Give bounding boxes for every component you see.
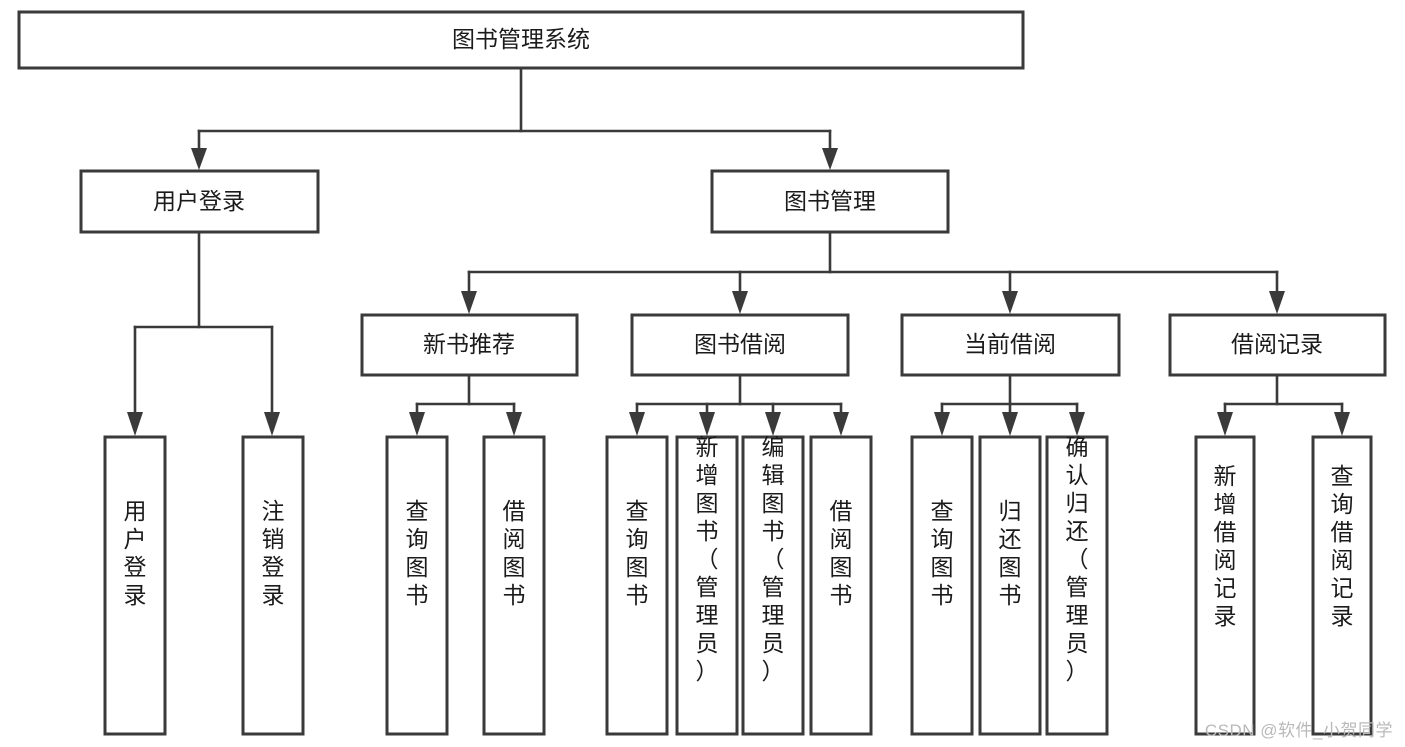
arrow-leaf-add-record xyxy=(1217,412,1233,436)
node-book-borrow-box[interactable] xyxy=(630,313,850,377)
leaf-query-record-box[interactable] xyxy=(1311,435,1373,736)
leaf-query-book-3[interactable]: 查询图书 xyxy=(910,435,974,736)
node-new-book-recommend-box[interactable] xyxy=(360,313,579,377)
leaf-borrow-book-1-label: 借阅图书 xyxy=(503,498,526,608)
leaf-add-book-box[interactable] xyxy=(675,435,739,736)
arrow-borrow-record xyxy=(1269,291,1285,314)
leaf-return-book-box[interactable] xyxy=(978,435,1042,736)
leaf-query-book-2-box[interactable] xyxy=(605,435,669,736)
leaf-add-record-box[interactable] xyxy=(1194,435,1256,736)
node-book-borrow-label: 图书借阅 xyxy=(694,331,786,357)
leaf-return-book-label: 归还图书 xyxy=(999,498,1022,608)
node-current-borrow-box[interactable] xyxy=(900,313,1121,377)
arrow-leaf-query-book-1 xyxy=(409,412,425,436)
node-user-login-box[interactable] xyxy=(79,169,320,234)
leaf-query-book-2[interactable]: 查询图书 xyxy=(605,435,669,736)
arrow-leaf-borrow-book-1 xyxy=(506,412,522,436)
node-book-manage-label: 图书管理 xyxy=(784,188,876,214)
arrow-leaf-edit-book xyxy=(765,412,781,436)
leaf-borrow-book-2[interactable]: 借阅图书 xyxy=(809,435,873,736)
node-current-borrow[interactable]: 当前借阅 xyxy=(900,313,1121,377)
leaf-confirm-return-label: 确认归还（管理员） xyxy=(1066,434,1089,684)
node-root-label: 图书管理系统 xyxy=(452,26,590,52)
leaf-confirm-return[interactable]: 确认归还（管理员） xyxy=(1045,434,1109,736)
arrow-leaf-user-login xyxy=(127,412,143,436)
node-borrow-record-label: 借阅记录 xyxy=(1231,331,1323,357)
node-root[interactable]: 图书管理系统 xyxy=(17,10,1025,70)
leaf-add-record-label: 新增借阅记录 xyxy=(1214,463,1237,629)
node-current-borrow-label: 当前借阅 xyxy=(964,331,1056,357)
connector-layer xyxy=(127,66,1350,436)
leaf-borrow-book-1[interactable]: 借阅图书 xyxy=(482,435,546,736)
arrow-leaf-query-book-2 xyxy=(629,412,645,436)
leaf-user-logout-box[interactable] xyxy=(241,435,305,736)
leaf-query-book-3-box[interactable] xyxy=(910,435,974,736)
node-borrow-record-box[interactable] xyxy=(1168,313,1387,377)
leaf-borrow-book-2-label: 借阅图书 xyxy=(830,498,853,608)
arrow-current-borrow xyxy=(1002,291,1018,314)
leaf-query-book-1-box[interactable] xyxy=(385,435,449,736)
leaf-query-record-label: 查询借阅记录 xyxy=(1331,463,1354,629)
arrow-leaf-query-record xyxy=(1334,412,1350,436)
leaf-borrow-book-1-box[interactable] xyxy=(482,435,546,736)
leaf-user-logout[interactable]: 注销登录 xyxy=(241,435,305,736)
leaf-edit-book-label: 编辑图书（管理员） xyxy=(762,434,785,684)
leaf-user-login[interactable]: 用户登录 xyxy=(103,435,167,736)
arrow-book-borrow xyxy=(732,291,748,314)
leaf-add-record[interactable]: 新增借阅记录 xyxy=(1194,435,1256,736)
leaf-add-book-label: 新增图书（管理员） xyxy=(696,434,719,684)
leaf-borrow-book-2-box[interactable] xyxy=(809,435,873,736)
arrow-leaf-query-book-3 xyxy=(934,412,950,436)
leaf-query-book-1-label: 查询图书 xyxy=(406,498,429,608)
leaf-query-book-3-label: 查询图书 xyxy=(931,498,954,608)
leaf-edit-book-box[interactable] xyxy=(741,435,805,736)
csdn-watermark: CSDN @软件_小贺同学 xyxy=(1204,721,1393,740)
node-book-manage-box[interactable] xyxy=(710,169,950,234)
node-book-borrow[interactable]: 图书借阅 xyxy=(630,313,850,377)
leaf-confirm-return-box[interactable] xyxy=(1045,435,1109,736)
node-user-login-label: 用户登录 xyxy=(153,188,245,214)
arrow-to-book-manage xyxy=(822,148,838,170)
leaf-query-book-2-label: 查询图书 xyxy=(626,498,649,608)
arrow-to-user-login xyxy=(191,148,207,170)
node-new-book-recommend-label: 新书推荐 xyxy=(423,331,515,357)
arrow-leaf-user-logout xyxy=(264,412,280,436)
leaf-user-login-label: 用户登录 xyxy=(124,498,147,608)
arrow-leaf-return-book xyxy=(1002,412,1018,436)
leaf-query-book-1[interactable]: 查询图书 xyxy=(385,435,449,736)
leaf-user-logout-label: 注销登录 xyxy=(262,498,285,608)
arrow-new-book-recommend xyxy=(461,291,477,314)
arrow-leaf-add-book xyxy=(699,412,715,436)
leaf-user-login-box[interactable] xyxy=(103,435,167,736)
node-new-book-recommend[interactable]: 新书推荐 xyxy=(360,313,579,377)
node-borrow-record[interactable]: 借阅记录 xyxy=(1168,313,1387,377)
node-root-box[interactable] xyxy=(17,10,1025,70)
arrow-leaf-confirm-return xyxy=(1069,412,1085,436)
arrow-leaf-borrow-book-2 xyxy=(833,412,849,436)
leaf-query-record[interactable]: 查询借阅记录 xyxy=(1311,435,1373,736)
node-user-login[interactable]: 用户登录 xyxy=(79,169,320,234)
leaf-return-book[interactable]: 归还图书 xyxy=(978,435,1042,736)
leaf-edit-book[interactable]: 编辑图书（管理员） xyxy=(741,434,805,736)
node-book-manage[interactable]: 图书管理 xyxy=(710,169,950,234)
leaf-add-book[interactable]: 新增图书（管理员） xyxy=(675,434,739,736)
